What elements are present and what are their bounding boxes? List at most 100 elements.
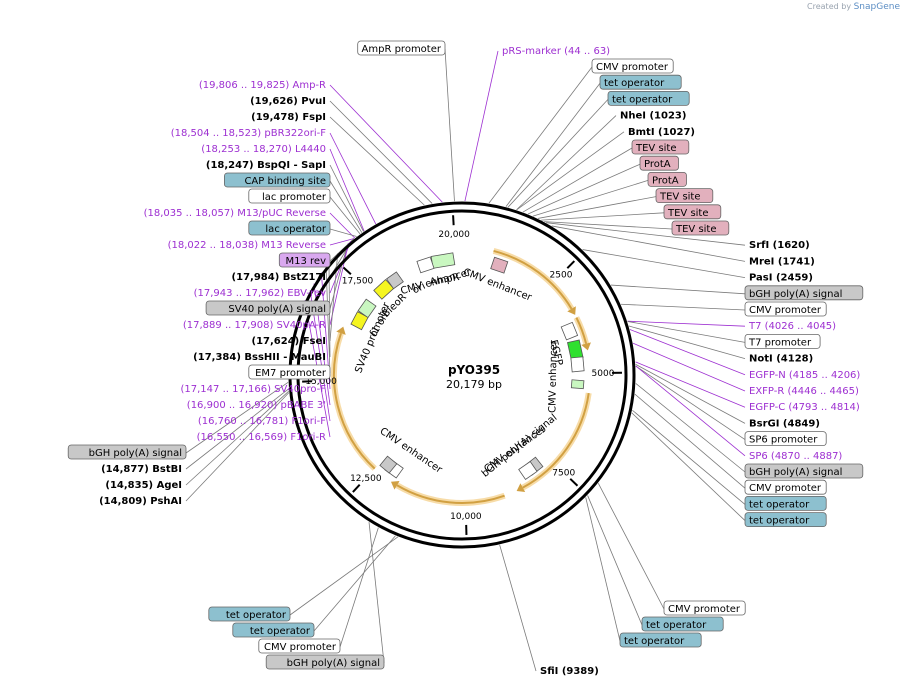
- label-box: [265, 654, 385, 670]
- label-box: [67, 444, 187, 460]
- credit-prefix: Created by: [807, 2, 852, 11]
- label-box: [232, 622, 315, 638]
- tick-label: 7500: [552, 469, 575, 479]
- label-noti-4128: NotI (4128): [749, 354, 813, 365]
- leader-line: [185, 392, 290, 502]
- label-box: [631, 139, 690, 155]
- label-m13-rev: M13 rev: [286, 256, 327, 267]
- label-14-835-agei: (14,835) AgeI: [105, 480, 182, 491]
- leader-line: [444, 48, 455, 202]
- label-18-035-18-057-m13-puc-reverse: (18,035 .. 18,057) M13/pUC Reverse: [144, 208, 326, 219]
- feature-glyph: [490, 256, 509, 274]
- label-box: [248, 188, 331, 204]
- label-17-943-17-962-ebv-rev: (17,943 .. 17,962) EBV-rev: [194, 288, 326, 299]
- leader-line: [329, 196, 361, 235]
- label-tet-operator: tet operator: [646, 620, 707, 631]
- leader-line: [635, 365, 746, 457]
- leader-line: [464, 50, 499, 202]
- leader-line: [329, 116, 425, 206]
- feature-glyph: [570, 356, 585, 373]
- leader-line: [516, 131, 625, 211]
- leader-line: [329, 243, 349, 310]
- label-egfp-c-4793-4814: EGFP-C (4793 .. 4814): [749, 402, 860, 413]
- label-17-384-bsshii-maubi: (17,384) BssHII - MauBI: [193, 352, 326, 363]
- leader-line: [532, 180, 649, 217]
- label-16-900-16-920-pbabe-3: (16,900 .. 16,920) pBABE 3': [187, 400, 326, 411]
- feature-glyph: [518, 461, 538, 480]
- leader-line: [488, 66, 593, 204]
- label-tet-operator: tet operator: [226, 610, 287, 621]
- label-14-877-bstbi: (14,877) BstBI: [101, 464, 182, 475]
- label-box: [639, 155, 679, 171]
- leader-line: [610, 284, 746, 295]
- leader-line: [329, 132, 377, 225]
- label-box: [663, 600, 746, 616]
- label-exfp-r-4446-4465: EXFP-R (4446 .. 4465): [749, 386, 859, 397]
- leader-line: [629, 329, 746, 376]
- label-tet-operator: tet operator: [612, 94, 673, 105]
- leader-line: [329, 164, 364, 232]
- label-14-809-pshai: (14,809) PshAI: [99, 496, 182, 507]
- label-17-147-17-166-sv40pro-f: (17,147 .. 17,166) SV40pro-F: [181, 384, 327, 395]
- leader-line: [546, 222, 746, 246]
- label-18-247-bspqi-sapi: (18,247) BspQI - SapI: [206, 160, 326, 171]
- label-19-626-pvui: (19,626) PvuI: [250, 96, 326, 107]
- leader-line: [585, 497, 621, 642]
- feature-glyph: [560, 321, 579, 341]
- orf-arrowhead: [581, 342, 591, 351]
- feature-glyph: [357, 298, 377, 319]
- leader-line: [329, 84, 443, 203]
- label-cmv-promoter: CMV promoter: [596, 62, 669, 73]
- orf-arc: [396, 484, 505, 504]
- orf-arrowhead: [336, 326, 346, 335]
- tick-label: 20,000: [438, 230, 470, 240]
- label-srfi-1620: SrfI (1620): [749, 240, 810, 251]
- label-sp6-promoter: SP6 promoter: [749, 435, 818, 446]
- tick-label: 12,500: [350, 474, 382, 484]
- leader-line: [628, 325, 746, 359]
- label-box: [248, 364, 331, 380]
- label-sp6-4870-4887: SP6 (4870 .. 4887): [749, 451, 842, 462]
- tick-mark: [566, 260, 576, 269]
- leader-line: [527, 163, 641, 215]
- tick-mark: [352, 484, 361, 493]
- label-sv40-poly-a-signal: SV40 poly(A) signal: [228, 304, 326, 315]
- leader-line: [631, 412, 746, 521]
- label-tet-operator: tet operator: [749, 499, 810, 510]
- inner-label-cmv-enhancer: CMV enhancer: [547, 339, 559, 413]
- tick-mark: [569, 478, 579, 487]
- leader-line: [185, 381, 289, 454]
- tick-label: 15,000: [305, 377, 337, 387]
- label-box: [744, 463, 864, 479]
- orf-arc: [333, 332, 376, 470]
- label-box: [619, 632, 702, 648]
- tick-mark: [452, 215, 455, 226]
- label-box: [248, 220, 331, 236]
- leader-line: [507, 99, 609, 208]
- label-t7-promoter: T7 promoter: [748, 337, 812, 348]
- leader-line: [368, 522, 385, 664]
- leader-line: [597, 483, 665, 610]
- inner-label-ampr: AmpR: [429, 272, 460, 288]
- label-box: [663, 204, 722, 220]
- label-pasi-2459: PasI (2459): [749, 273, 813, 284]
- tick-label: 2500: [550, 271, 573, 281]
- label-tet-operator: tet operator: [250, 626, 311, 637]
- leader-line: [635, 364, 746, 424]
- leader-line: [635, 361, 746, 408]
- label-prs-marker-44-63: pRS-marker (44 .. 63): [502, 46, 610, 57]
- leader-line: [620, 303, 746, 311]
- label-tet-operator: tet operator: [624, 636, 685, 647]
- leader-line: [289, 536, 399, 616]
- label-cmv-promoter: CMV promoter: [668, 604, 741, 615]
- label-box: [607, 91, 690, 106]
- label-nhei-1023: NheI (1023): [620, 111, 686, 122]
- leader-line: [329, 228, 357, 237]
- label-box: [671, 220, 730, 236]
- inner-label-cmv-enhancer: CMV enhancer: [461, 267, 534, 304]
- label-box: [641, 616, 724, 632]
- label-t7-4026-4045: T7 (4026 .. 4045): [748, 321, 836, 332]
- label-box: [744, 512, 827, 527]
- tick-label: 5000: [592, 369, 615, 379]
- inner-label-ori: ori: [411, 281, 428, 297]
